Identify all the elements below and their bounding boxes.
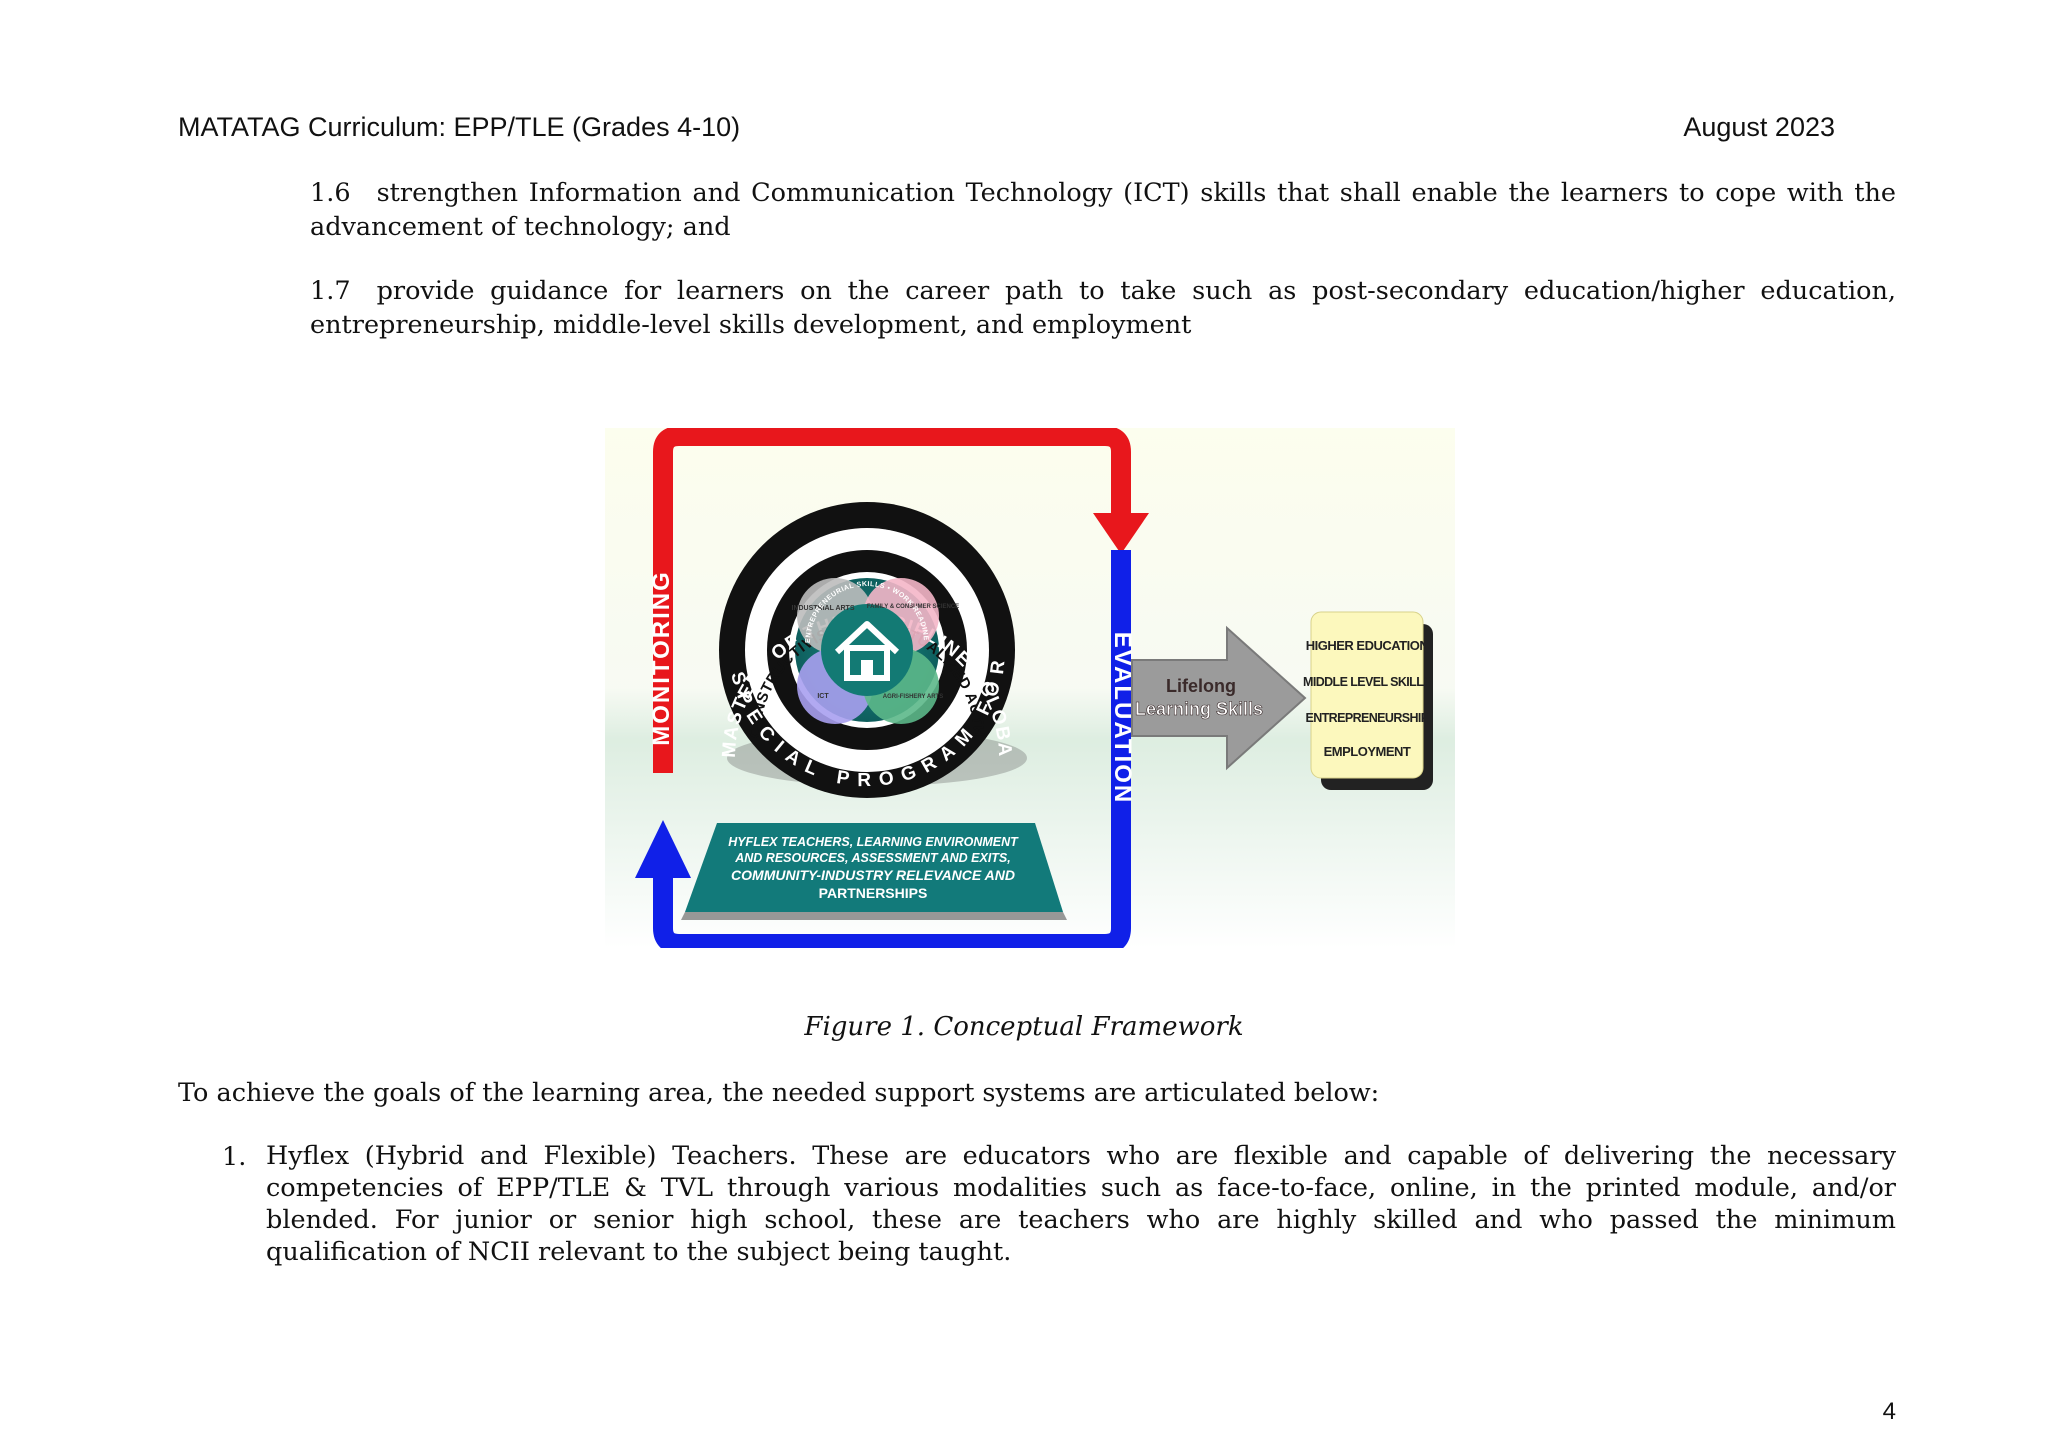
list-number: 1. (222, 1142, 247, 1172)
house-icon (834, 621, 900, 681)
base-platform (685, 823, 1063, 912)
base-text-line: COMMUNITY-INDUSTRY RELEVANCE AND (731, 867, 1015, 883)
objective-number: 1.6 (310, 178, 351, 208)
blue-arrowhead-icon (635, 820, 691, 878)
petal-label: INDUSTRIAL ARTS (792, 605, 855, 612)
petal-label: AGRI-FISHERY ARTS (883, 694, 943, 700)
outcome-item: HIGHER EDUCATION (1306, 638, 1429, 653)
petal-label: FAMILY & CONSUMER SCIENCE (867, 604, 959, 610)
evaluation-blue-frame (653, 550, 1131, 954)
monitoring-label: MONITORING (648, 570, 675, 746)
header-date: August 2023 (1683, 112, 1835, 142)
petal-label: ICT (817, 693, 829, 700)
base-text-line: AND RESOURCES, ASSESSMENT AND EXITS, (734, 851, 1011, 865)
objective-text: provide guidance for learners on the car… (310, 276, 1896, 340)
support-list-item: 1. Hyflex (Hybrid and Flexible) Teachers… (222, 1140, 1896, 1268)
arrow-text-line: Lifelong (1166, 676, 1236, 696)
list-text: Hyflex (Hybrid and Flexible) Teachers. T… (266, 1141, 1896, 1267)
framework-diagram: MONITORING EVALUATION MASTERY OF THE DIS… (594, 412, 1455, 954)
page-number: 4 (1882, 1398, 1896, 1425)
conceptual-framework-figure: MONITORING EVALUATION MASTERY OF THE DIS… (594, 412, 1455, 954)
lifelong-arrow-icon (1131, 625, 1307, 771)
objective-text: strengthen Information and Communication… (310, 178, 1896, 242)
monitoring-red-frame (653, 426, 1131, 773)
base-text-line: PARTNERSHIPS (819, 885, 928, 901)
intro-paragraph: To achieve the goals of the learning are… (178, 1078, 1380, 1108)
outcome-item: EMPLOYMENT (1324, 744, 1411, 759)
outcome-item: MIDDLE LEVEL SKILLS (1303, 675, 1431, 689)
figure-caption: Figure 1. Conceptual Framework (804, 1012, 1244, 1042)
outcomes-box (1310, 611, 1424, 779)
base-text-line: HYFLEX TEACHERS, LEARNING ENVIRONMENT (728, 835, 1019, 849)
header-title: MATATAG Curriculum: EPP/TLE (Grades 4-10… (178, 112, 741, 142)
red-arrowhead-icon (1093, 513, 1149, 554)
arrow-text-line: Learning Skills (1135, 699, 1263, 719)
outcome-item: ENTREPRENEURSHIP (1305, 711, 1428, 725)
objective-number: 1.7 (310, 276, 351, 306)
